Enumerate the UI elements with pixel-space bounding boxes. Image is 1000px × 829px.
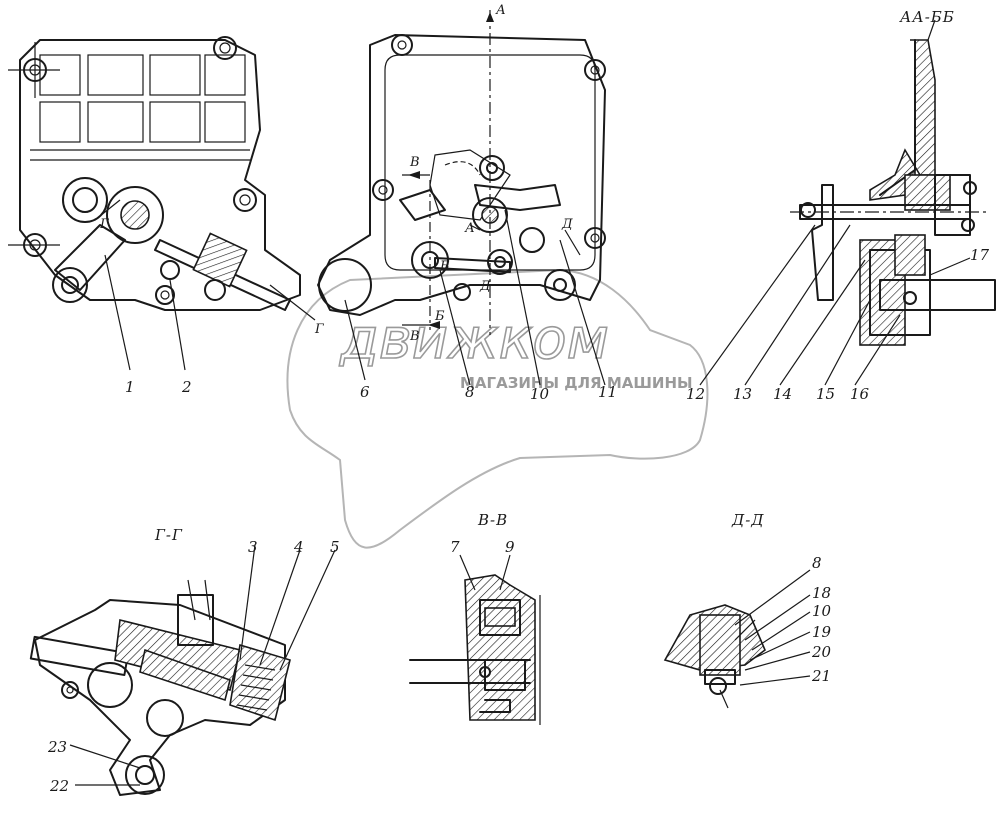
- callout-4: 4: [293, 538, 304, 556]
- section-mark-d2: Д: [479, 279, 491, 294]
- callout-9: 9: [505, 538, 515, 556]
- section-mark-b-mid: Б: [439, 259, 450, 274]
- view-title-gg: Г-Г: [154, 526, 183, 544]
- section-mark-v-bottom: В: [409, 329, 420, 344]
- callout-20: 20: [811, 643, 832, 661]
- callout-3: 3: [248, 538, 258, 556]
- view-section-aa-bb: [790, 19, 996, 346]
- section-mark-g1: Г: [99, 217, 109, 232]
- callout-13: 13: [733, 385, 752, 403]
- callout-16: 16: [850, 385, 870, 403]
- bolt-hole-icon: [23, 36, 257, 305]
- callout-1: 1: [125, 378, 135, 396]
- leader-lines: [69, 209, 971, 786]
- bolt-hole-icon: [372, 34, 606, 301]
- view-title-dd: Д-Д: [731, 511, 764, 529]
- callout-23: 23: [47, 738, 67, 756]
- section-mark-a-mid: А: [464, 221, 475, 236]
- callout-10: 10: [530, 385, 550, 403]
- callout-7: 7: [450, 538, 460, 556]
- callout-21: 21: [811, 667, 831, 685]
- callout-5: 5: [330, 538, 340, 556]
- view-title-aa-bb: АА-ББ: [899, 8, 955, 26]
- callout-11: 11: [598, 383, 617, 401]
- callout-8b: 8: [812, 554, 822, 572]
- callout-18: 18: [812, 584, 831, 602]
- callout-12: 12: [686, 385, 705, 403]
- watermark: движком МАГАЗИНЫ ДЛЯ МАШИНЫ: [286, 268, 709, 549]
- view-section-vv: [409, 574, 541, 725]
- section-mark-b: Б: [434, 309, 445, 324]
- view-front-left: [8, 36, 316, 321]
- callout-6: 6: [360, 383, 370, 401]
- callout-22: 22: [49, 777, 69, 795]
- section-mark-d1: Д: [561, 217, 573, 232]
- view-section-gg: [29, 579, 291, 796]
- callout-15: 15: [816, 385, 835, 403]
- section-mark-a: А: [495, 3, 506, 18]
- callout-19: 19: [812, 623, 832, 641]
- callout-8: 8: [465, 383, 475, 401]
- view-title-vv: В-В: [477, 511, 508, 529]
- section-mark-v: В: [409, 155, 420, 170]
- section-mark-g2: Г: [314, 322, 324, 337]
- watermark-brand: движком: [339, 307, 609, 372]
- callout-10b: 10: [812, 602, 832, 620]
- view-front-middle: [317, 10, 606, 335]
- callout-17: 17: [970, 246, 990, 264]
- view-section-dd: [663, 604, 766, 709]
- watermark-tagline: МАГАЗИНЫ ДЛЯ МАШИНЫ: [460, 374, 693, 392]
- callout-2: 2: [181, 378, 192, 396]
- callout-14: 14: [773, 385, 792, 403]
